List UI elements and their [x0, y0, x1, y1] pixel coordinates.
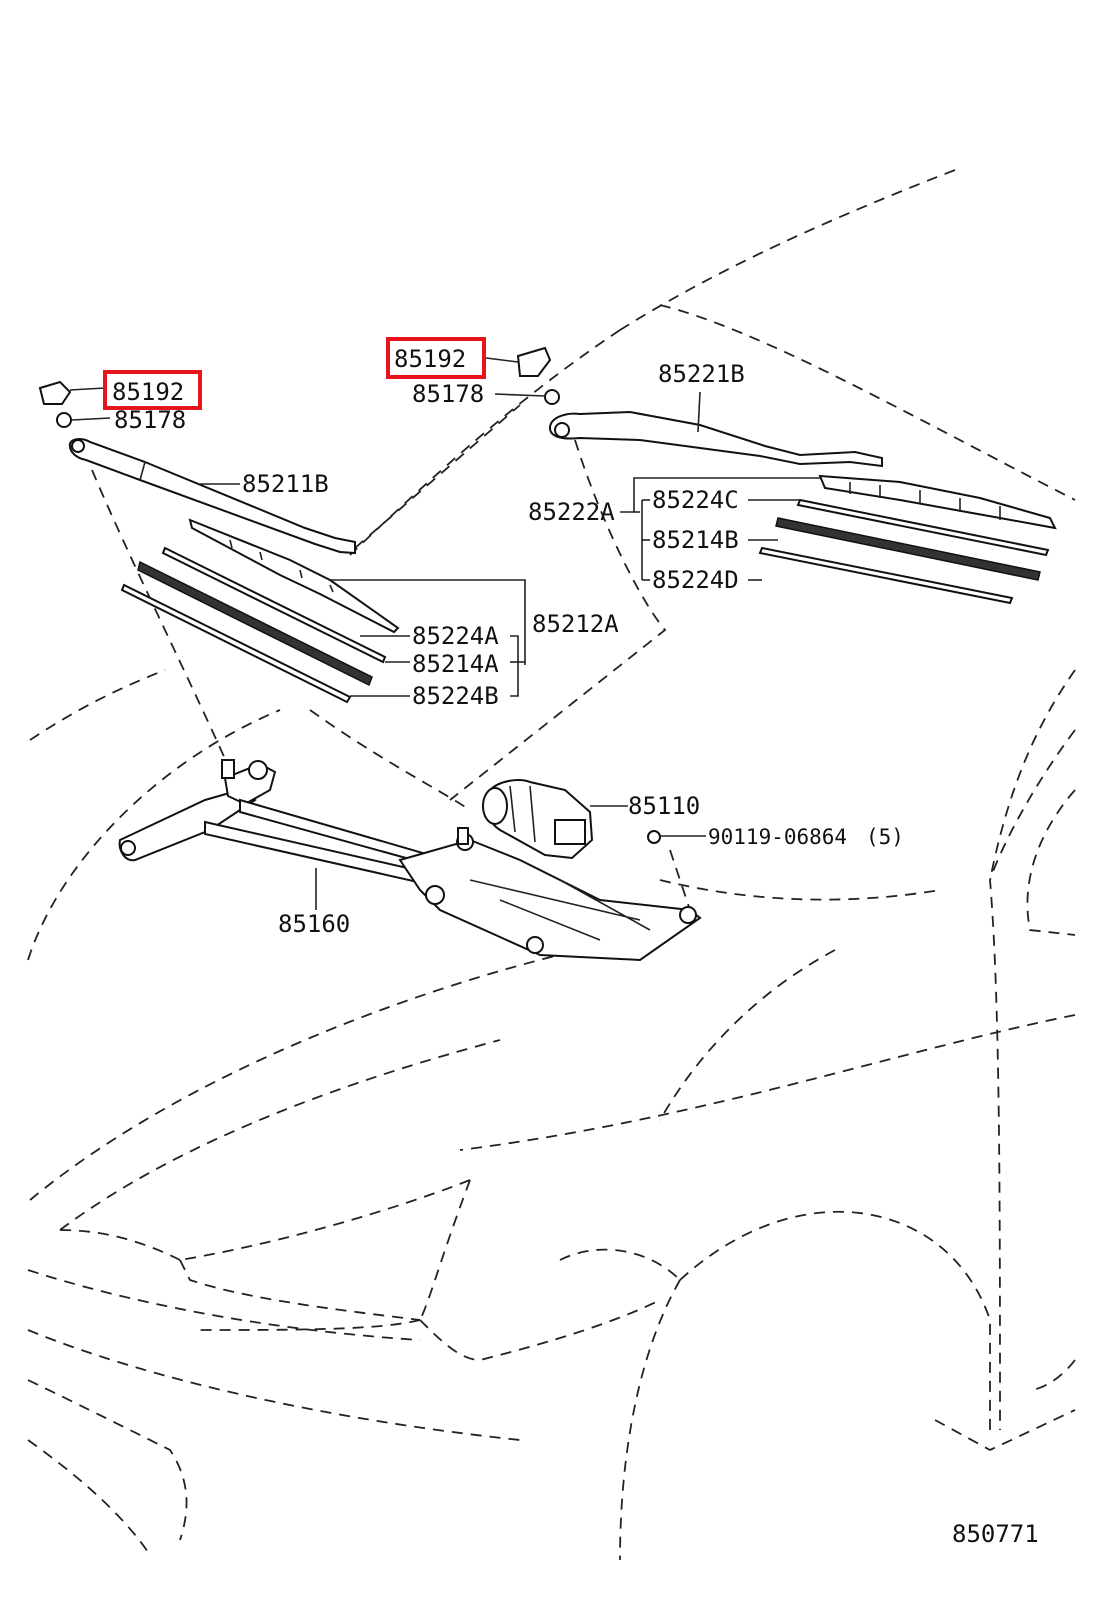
highlight-cap-right: [386, 337, 486, 379]
label-bolt: 90119-06864: [708, 825, 847, 849]
wiper-cap-left: [38, 380, 72, 405]
figure-id: 850771: [952, 1520, 1039, 1548]
vehicle-outline: [27, 169, 1076, 1561]
label-insert-d: 85224D: [652, 566, 739, 594]
wiper-blade-left: [120, 518, 400, 704]
highlight-boxes: [103, 337, 486, 410]
wiper-motor: [482, 779, 594, 860]
label-motor: 85110: [628, 792, 700, 820]
label-cap-left: 85192: [112, 378, 184, 406]
label-arm-left: 85211B: [242, 470, 329, 498]
label-nut-left: 85178: [114, 406, 186, 434]
label-bolt-qty: (5): [866, 825, 904, 849]
label-cap-right: 85192: [394, 345, 466, 373]
highlight-cap-left: [103, 370, 202, 410]
wiper-linkage: [118, 759, 702, 962]
part-labels: 85192 85178 85192 85178 85221B 85211B 85…: [112, 345, 1039, 1548]
label-arm-right: 85221B: [658, 360, 745, 388]
label-insert-c: 85224C: [652, 486, 739, 514]
bolt: [647, 830, 661, 844]
label-linkage: 85160: [278, 910, 350, 938]
wiper-cap-right: [516, 346, 552, 377]
wiper-blade-right: [758, 474, 1057, 605]
label-nut-right: 85178: [412, 380, 484, 408]
wiper-arm-left: [68, 438, 356, 555]
label-blade-assy-left: 85212A: [532, 610, 619, 638]
label-rubber-b: 85214B: [652, 526, 739, 554]
label-insert-a: 85224A: [412, 622, 499, 650]
nut-left: [56, 412, 72, 428]
nut-right: [544, 389, 560, 405]
label-rubber-a: 85214A: [412, 650, 499, 678]
label-blade-assy-right: 85222A: [528, 498, 615, 526]
label-insert-b: 85224B: [412, 682, 499, 710]
leader-lines: [69, 357, 820, 910]
wiper-arm-right: [548, 410, 883, 468]
